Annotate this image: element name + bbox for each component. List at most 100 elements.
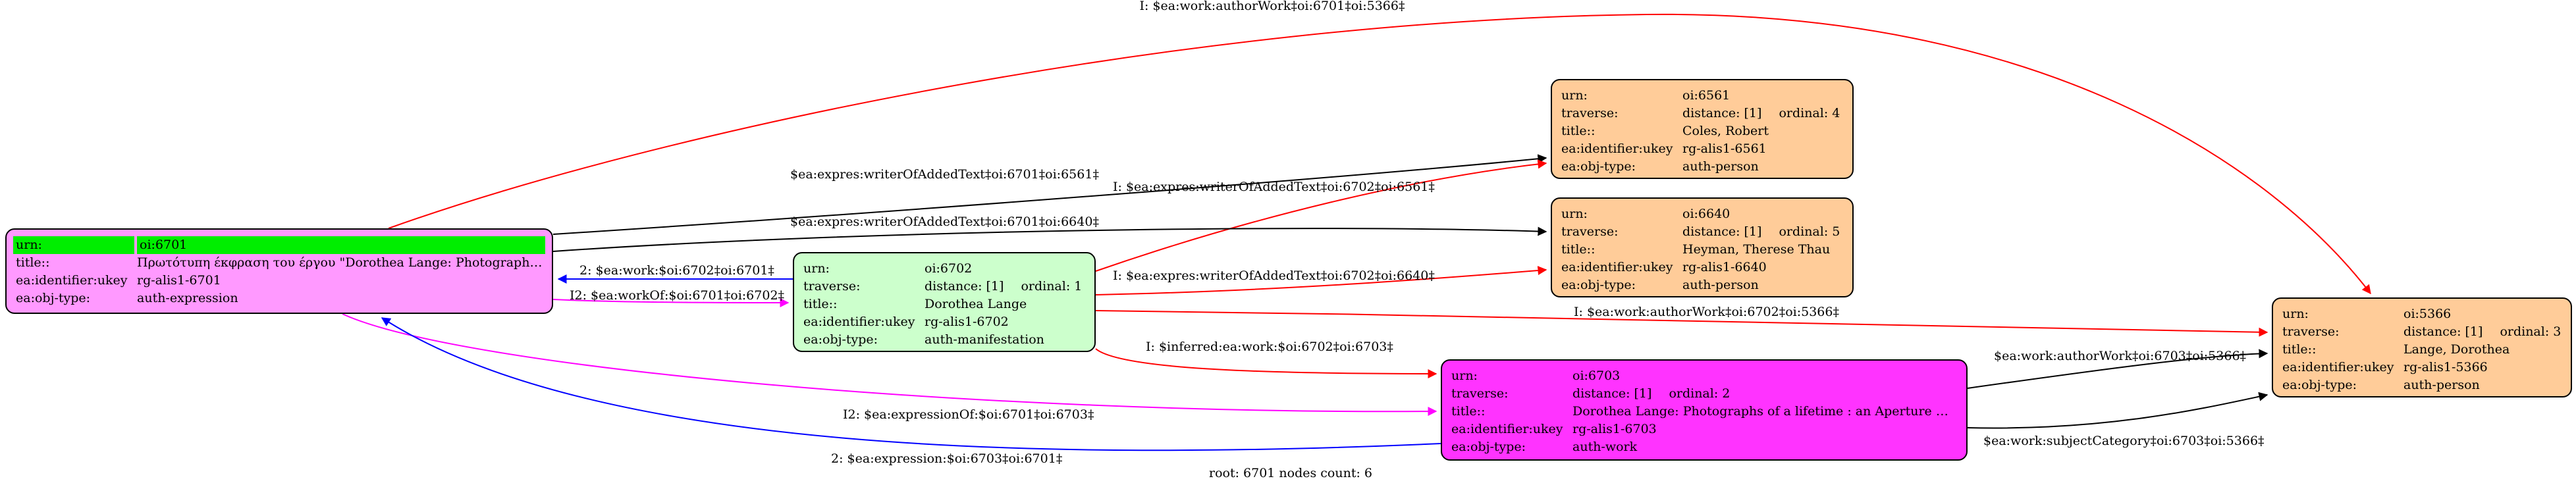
- edge-label: I: $ea:work:authorWork‡oi:6701‡oi:5366‡: [1140, 0, 1405, 13]
- field-value: oi:6702: [922, 260, 1088, 278]
- field-key: ea:obj-type:: [1561, 159, 1636, 174]
- node-oi-6702[interactable]: urn: oi:6702 traverse: distance: [1]ordinal…: [793, 252, 1096, 352]
- field-key: ea:obj-type:: [1561, 278, 1636, 292]
- edge-n6702-n6640: [1095, 266, 1547, 295]
- field-value-text: distance: [1]: [1572, 386, 1652, 401]
- edge-label: I: $ea:expres:writerOfAddedText‡oi:6702‡…: [1113, 180, 1435, 194]
- edge-n6702-n6561: [1095, 159, 1547, 272]
- field-key: traverse:: [803, 279, 861, 294]
- edge-n6703-n5366: [1967, 392, 2268, 429]
- field-value: Heyman, Therese Thau: [1680, 241, 1846, 259]
- field-value: auth-work: [1570, 438, 1960, 456]
- node-field-row: ea:obj-type:auth-person: [1559, 276, 1846, 294]
- field-value-text: Dorothea Lange: [925, 297, 1027, 311]
- field-value: Dorothea Lange: Photographs of a lifetim…: [1570, 403, 1960, 421]
- field-value-text: oi:6702: [925, 261, 973, 276]
- field-value-text: auth-person: [2403, 378, 2480, 392]
- field-value-text: oi:5366: [2403, 307, 2452, 321]
- edge-n6701-n6702: [552, 297, 790, 307]
- field-value-text: rg-alis1-5366: [2403, 360, 2488, 374]
- node-field-row: traverse: distance: [1]ordinal: 2: [1449, 385, 1960, 403]
- edge-n6701-n6561: [552, 154, 1547, 235]
- edge-n6702-n6703: [1095, 348, 1437, 378]
- edge-label: I: $ea:expres:writerOfAddedText‡oi:6702‡…: [1113, 268, 1435, 283]
- field-value: auth-person: [2401, 376, 2564, 394]
- field-key: title::: [1561, 124, 1596, 138]
- field-value: distance: [1] ordinal: 3: [2401, 323, 2564, 341]
- field-value: oi:6703: [1570, 367, 1960, 385]
- field-ordinal: ordinal: 1: [1021, 279, 1083, 294]
- field-key: title::: [2282, 342, 2317, 357]
- node-oi-6703[interactable]: urn: oi:6703 traverse: distance: [1]ordinal…: [1441, 359, 1968, 461]
- field-value: distance: [1]ordinal: 4: [1680, 105, 1846, 122]
- field-value: rg-alis1-6702: [922, 313, 1088, 331]
- node-field-row: ea:identifier:ukey rg-alis1-6703: [1449, 421, 1960, 438]
- edge-label: $ea:work:authorWork‡oi:6703‡oi:5366‡: [1994, 349, 2246, 363]
- field-value: oi:6701: [137, 236, 545, 254]
- node-field-row: ea:identifier:ukey rg-alis1-6702: [801, 313, 1088, 331]
- field-ordinal: ordinal: 4: [1779, 106, 1840, 120]
- field-value: rg-alis1-6701: [134, 272, 545, 290]
- edge-n6703-n5366: [1967, 349, 2268, 389]
- field-ordinal: ordinal: 3: [2500, 324, 2562, 339]
- edge-label: I2: $ea:workOf:$oi:6701‡oi:6702‡: [570, 288, 784, 303]
- field-ordinal: ordinal: 5: [1779, 224, 1840, 239]
- field-value-text: Heyman, Therese Thau: [1682, 242, 1831, 257]
- field-value-text: rg-alis1-6701: [137, 273, 221, 288]
- field-key: title::: [1561, 242, 1596, 257]
- field-value: auth-expression: [134, 290, 545, 307]
- field-key: ea:identifier:ukey: [803, 315, 915, 329]
- field-value-text: distance: [1]: [2403, 324, 2483, 339]
- graph-footer: root: 6701 nodes count: 6: [1208, 466, 1373, 480]
- node-field-row: urn: oi:6703: [1449, 367, 1960, 385]
- field-key: urn:: [1451, 369, 1478, 383]
- field-value: oi:5366: [2401, 305, 2564, 323]
- edge-n6703-n6701: [381, 317, 1441, 451]
- field-value-text: auth-person: [1682, 159, 1759, 174]
- field-value: rg-alis1-6703: [1570, 421, 1960, 438]
- field-key: traverse:: [2282, 324, 2340, 339]
- node-field-row: ea:obj-type: auth-work: [1449, 438, 1960, 456]
- edge-labels-layer: I: $ea:work:authorWork‡oi:6701‡oi:5366‡ $…: [570, 0, 2265, 466]
- field-key: ea:obj-type:: [1451, 440, 1526, 454]
- node-field-row: urn:oi:5366: [2280, 305, 2564, 323]
- field-value: Dorothea Lange: [922, 295, 1088, 313]
- edge-label: I: $inferred:ea:work:$oi:6702‡oi:6703‡: [1146, 340, 1393, 354]
- edge-label: $ea:work:subjectCategory‡oi:6703‡oi:5366…: [1983, 434, 2265, 448]
- field-value: Coles, Robert: [1680, 122, 1846, 140]
- node-field-row: ea:obj-type:auth-person: [2280, 376, 2564, 394]
- node-field-row: urn:oi:6701: [13, 236, 545, 254]
- field-value-text: rg-alis1-6561: [1682, 141, 1767, 156]
- edge-n6701-n6640: [552, 226, 1547, 252]
- field-key: traverse:: [1451, 386, 1509, 401]
- field-value-text: oi:6701: [140, 238, 188, 252]
- field-value: distance: [1]ordinal: 1: [922, 278, 1088, 295]
- field-key: ea:identifier:ukey: [1451, 422, 1563, 436]
- edge-label: I: $ea:work:authorWork‡oi:6702‡oi:5366‡: [1574, 305, 1839, 319]
- field-value: Lange, Dorothea: [2401, 341, 2564, 359]
- field-key: urn:: [803, 261, 830, 276]
- field-key: ea:identifier:ukey: [16, 273, 128, 288]
- edge-n6701-n5366: [388, 13, 2371, 295]
- field-key: traverse:: [1561, 106, 1619, 120]
- edge-label: 2: $ea:work:$oi:6702‡oi:6701‡: [579, 263, 774, 278]
- field-value: oi:6640: [1680, 205, 1846, 223]
- edge-label: 2: $ea:expression:$oi:6703‡oi:6701‡: [831, 451, 1062, 466]
- field-value-text: auth-manifestation: [925, 332, 1044, 347]
- field-value-text: oi:6703: [1572, 369, 1621, 383]
- field-value-text: Πρωτότυπη έκφραση του έργου "Dorothea La…: [137, 255, 545, 270]
- field-value-text: Coles, Robert: [1682, 124, 1769, 138]
- node-field-row: urn:oi:6561: [1559, 87, 1846, 105]
- node-field-row: urn:oi:6640: [1559, 205, 1846, 223]
- field-key: title::: [1451, 404, 1486, 419]
- field-value: distance: [1]ordinal: 2: [1570, 385, 1960, 403]
- node-field-row: title::Dorothea Lange: Photographs of a …: [1449, 403, 1960, 421]
